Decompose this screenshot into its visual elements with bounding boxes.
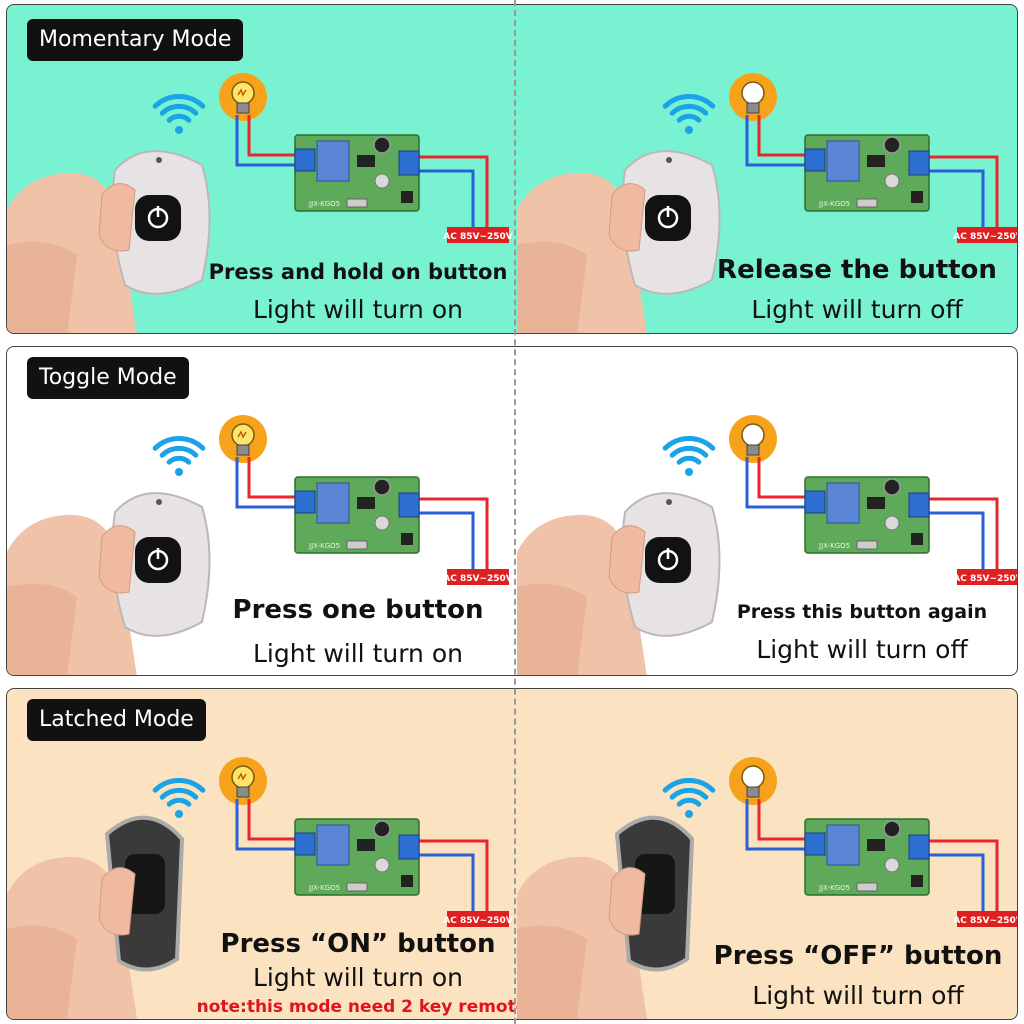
toggle-left-result: Light will turn on	[253, 639, 463, 668]
board-label: JJX-KGO5	[818, 542, 850, 550]
momentary-right-action: Release the button	[717, 255, 997, 285]
red-wire-left	[757, 799, 807, 841]
toggle-right-action: Press this button again	[736, 601, 988, 623]
latched-right-action: Press “OFF” button	[713, 941, 1003, 971]
ac-voltage-label: AC 85V~250V	[953, 916, 1018, 926]
relay-board: JJX-KGO5	[294, 134, 420, 212]
relay-board: JJX-KGO5	[294, 818, 420, 896]
red-wire-right	[407, 497, 489, 569]
blue-wire-right	[917, 511, 985, 569]
red-wire-right	[917, 497, 999, 569]
board-label: JJX-KGO5	[308, 542, 340, 550]
toggle-right-cell: JJX-KGO5 AC 85V~250V Press this button ag…	[517, 347, 1018, 675]
relay-board: JJX-KGO5	[804, 818, 930, 896]
latched-mode-panel: JJX-KGO5 AC 85V~250V Press “ON” button Li…	[6, 688, 1018, 1020]
board-label: JJX-KGO5	[818, 884, 850, 892]
light-bulb-on-icon	[219, 415, 267, 463]
latched-note: note:this mode need 2 key remotes	[196, 997, 538, 1017]
ac-tag	[957, 911, 1017, 927]
red-wire-right	[917, 839, 999, 911]
light-bulb-on-icon	[219, 73, 267, 121]
red-wire-right	[407, 839, 489, 911]
toggle-left-illustration: JJX-KGO5 AC 85V~250V	[7, 415, 513, 675]
toggle-right-result: Light will turn off	[756, 635, 968, 664]
blue-wire-left	[235, 457, 297, 509]
ac-voltage-label: AC 85V~250V	[443, 232, 513, 242]
red-wire-left	[247, 799, 297, 841]
blue-wire-left	[745, 115, 807, 167]
blue-wire-left	[745, 799, 807, 851]
hand-holding-white-remote	[7, 150, 211, 333]
latched-right-result: Light will turn off	[752, 981, 964, 1010]
hand-holding-white-remote	[517, 492, 721, 675]
hand-holding-black-remote	[517, 815, 695, 1019]
hand-holding-white-remote	[7, 492, 211, 675]
ac-voltage-label: AC 85V~250V	[953, 232, 1018, 242]
momentary-mode-panel: JJX-KGO5 AC 85V~250V Press and hold on bu…	[6, 4, 1018, 334]
blue-wire-right	[917, 853, 985, 911]
ac-voltage-label: AC 85V~250V	[443, 916, 513, 926]
latched-left-action: Press “ON” button	[220, 929, 496, 959]
blue-wire-right	[407, 511, 475, 569]
light-bulb-off-icon	[729, 73, 777, 121]
light-bulb-off-icon	[729, 415, 777, 463]
toggle-left-cell: JJX-KGO5 AC 85V~250V Press one button Lig…	[7, 347, 513, 675]
toggle-right-illustration: JJX-KGO5 AC 85V~250V	[517, 415, 1018, 675]
red-wire-left	[247, 457, 297, 499]
momentary-right-result: Light will turn off	[751, 295, 963, 324]
red-wire-left	[757, 115, 807, 157]
wifi-signal-icon	[662, 778, 716, 818]
ac-voltage-label: AC 85V~250V	[953, 574, 1018, 584]
blue-wire-right	[407, 169, 475, 227]
latched-left-result: Light will turn on	[253, 963, 463, 992]
toggle-mode-label: Toggle Mode	[27, 357, 189, 399]
relay-board: JJX-KGO5	[804, 476, 930, 554]
red-wire-right	[407, 155, 489, 227]
wifi-signal-icon	[662, 94, 716, 134]
latched-left-illustration: JJX-KGO5 AC 85V~250V	[7, 757, 513, 1019]
wifi-signal-icon	[152, 94, 206, 134]
latched-mode-label: Latched Mode	[27, 699, 206, 741]
wifi-signal-icon	[152, 436, 206, 476]
blue-wire-left	[235, 799, 297, 851]
blue-wire-left	[745, 457, 807, 509]
ac-tag	[447, 911, 509, 927]
latched-right-cell: JJX-KGO5 AC 85V~250V Press “OFF” button L…	[517, 689, 1018, 1019]
wifi-signal-icon	[662, 436, 716, 476]
relay-board: JJX-KGO5	[804, 134, 930, 212]
toggle-mode-panel: JJX-KGO5 AC 85V~250V Press one button Lig…	[6, 346, 1018, 676]
column-divider	[514, 0, 516, 1024]
ac-tag	[447, 569, 509, 585]
red-wire-right	[917, 155, 999, 227]
blue-wire-left	[235, 115, 297, 167]
hand-holding-white-remote	[517, 150, 721, 333]
toggle-left-action: Press one button	[232, 595, 484, 625]
hand-holding-black-remote	[7, 815, 185, 1019]
momentary-right-cell: JJX-KGO5 AC 85V~250V Release the button L…	[517, 5, 1018, 333]
light-bulb-on-icon	[219, 757, 267, 805]
board-label: JJX-KGO5	[818, 200, 850, 208]
light-bulb-off-icon	[729, 757, 777, 805]
wifi-signal-icon	[152, 778, 206, 818]
ac-voltage-label: AC 85V~250V	[443, 574, 513, 584]
latched-right-illustration: JJX-KGO5 AC 85V~250V	[517, 757, 1018, 1019]
momentary-left-action: Press and hold on button	[208, 260, 508, 284]
red-wire-left	[247, 115, 297, 157]
latched-left-cell: JJX-KGO5 AC 85V~250V Press “ON” button Li…	[7, 689, 537, 1019]
board-label: JJX-KGO5	[308, 884, 340, 892]
ac-tag	[957, 569, 1017, 585]
momentary-left-cell: JJX-KGO5 AC 85V~250V Press and hold on bu…	[7, 5, 513, 333]
ac-tag	[447, 227, 509, 243]
momentary-mode-label: Momentary Mode	[27, 19, 244, 61]
red-wire-left	[757, 457, 807, 499]
blue-wire-right	[407, 853, 475, 911]
momentary-left-illustration: JJX-KGO5 AC 85V~250V	[7, 73, 513, 333]
relay-board: JJX-KGO5	[294, 476, 420, 554]
board-label: JJX-KGO5	[308, 200, 340, 208]
ac-tag	[957, 227, 1017, 243]
momentary-right-illustration: JJX-KGO5 AC 85V~250V	[517, 73, 1018, 333]
momentary-left-result: Light will turn on	[253, 295, 463, 324]
blue-wire-right	[917, 169, 985, 227]
